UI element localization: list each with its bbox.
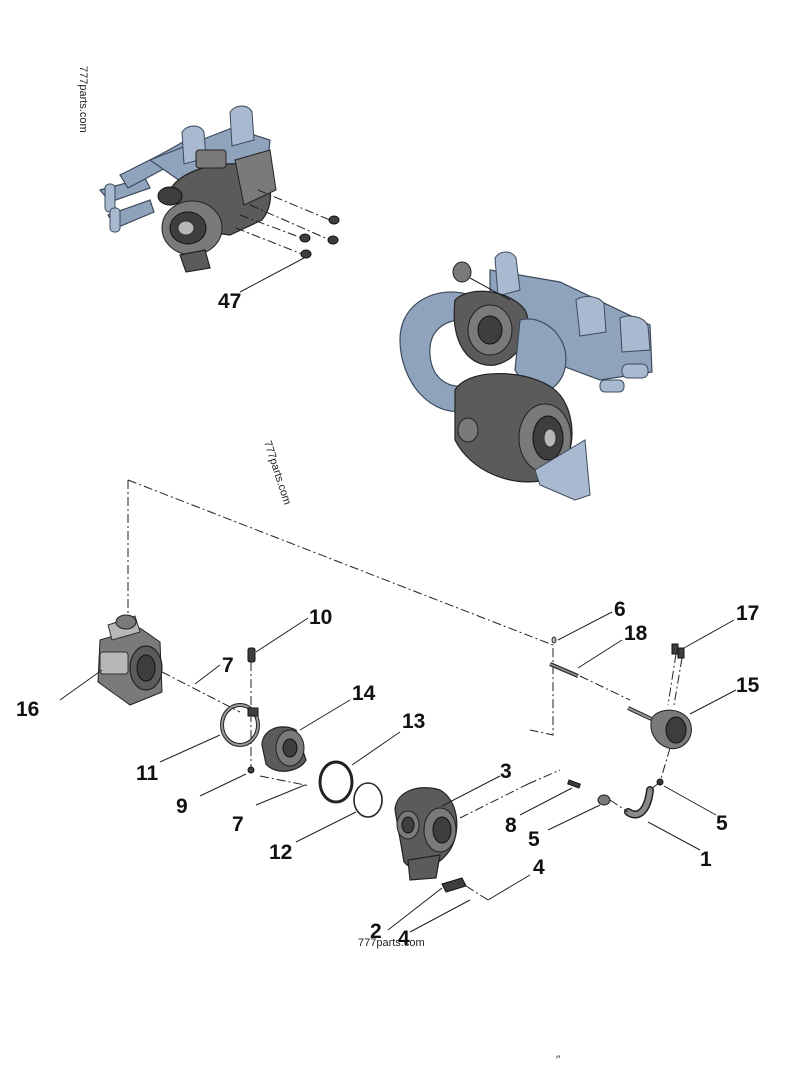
part-3-compressor-housing xyxy=(394,787,458,881)
callout-1: 1 xyxy=(700,848,712,871)
callout-8: 8 xyxy=(505,814,517,837)
part-13-snap-ring xyxy=(318,760,354,804)
assembly-centerline-2 xyxy=(127,479,554,736)
callout-5-right: 5 xyxy=(716,812,728,835)
callout-6: 6 xyxy=(614,598,626,621)
footer-mark: ′′ xyxy=(556,1054,560,1066)
nut-parts xyxy=(299,215,340,259)
callout-4-bottom: 4 xyxy=(398,927,410,950)
part-17-bolts xyxy=(671,643,685,659)
part-15-actuator xyxy=(627,706,692,750)
part-2-gasket xyxy=(441,877,467,893)
part-14-flange xyxy=(261,726,307,772)
callout-47: 47 xyxy=(218,290,241,313)
callout-4-right: 4 xyxy=(533,856,545,879)
callout-12: 12 xyxy=(269,841,292,864)
watermark-top-left: 777parts.com xyxy=(77,66,89,133)
part-11-clamp xyxy=(220,703,260,747)
leader-47 xyxy=(239,257,305,293)
part-16-housing xyxy=(97,614,163,706)
callout-10: 10 xyxy=(309,606,332,629)
callout-7-lower: 7 xyxy=(232,813,244,836)
callout-7-upper: 7 xyxy=(222,654,234,677)
watermark-middle: 777parts.com xyxy=(261,439,293,506)
callout-3: 3 xyxy=(500,760,512,783)
callout-17: 17 xyxy=(736,602,759,625)
part-12-o-ring xyxy=(353,782,383,818)
callout-15: 15 xyxy=(736,674,760,697)
part-5-fitting xyxy=(597,794,611,806)
part-9-nut xyxy=(247,766,255,774)
callout-14: 14 xyxy=(352,682,376,705)
part-6-clip xyxy=(551,636,557,644)
callout-5-left: 5 xyxy=(528,828,540,851)
large-turbo-manifold-assembly xyxy=(399,251,653,501)
callout-13: 13 xyxy=(402,710,425,733)
callout-16: 16 xyxy=(16,698,39,721)
callout-2: 2 xyxy=(370,920,382,943)
callout-9: 9 xyxy=(176,795,188,818)
watermark-bottom: 777parts.com xyxy=(358,937,425,949)
part-8-pin xyxy=(567,779,581,789)
callout-11: 11 xyxy=(136,762,159,785)
part-10-bolt xyxy=(247,647,256,663)
small-turbo-manifold-assembly xyxy=(98,105,340,273)
callout-18: 18 xyxy=(624,622,648,645)
